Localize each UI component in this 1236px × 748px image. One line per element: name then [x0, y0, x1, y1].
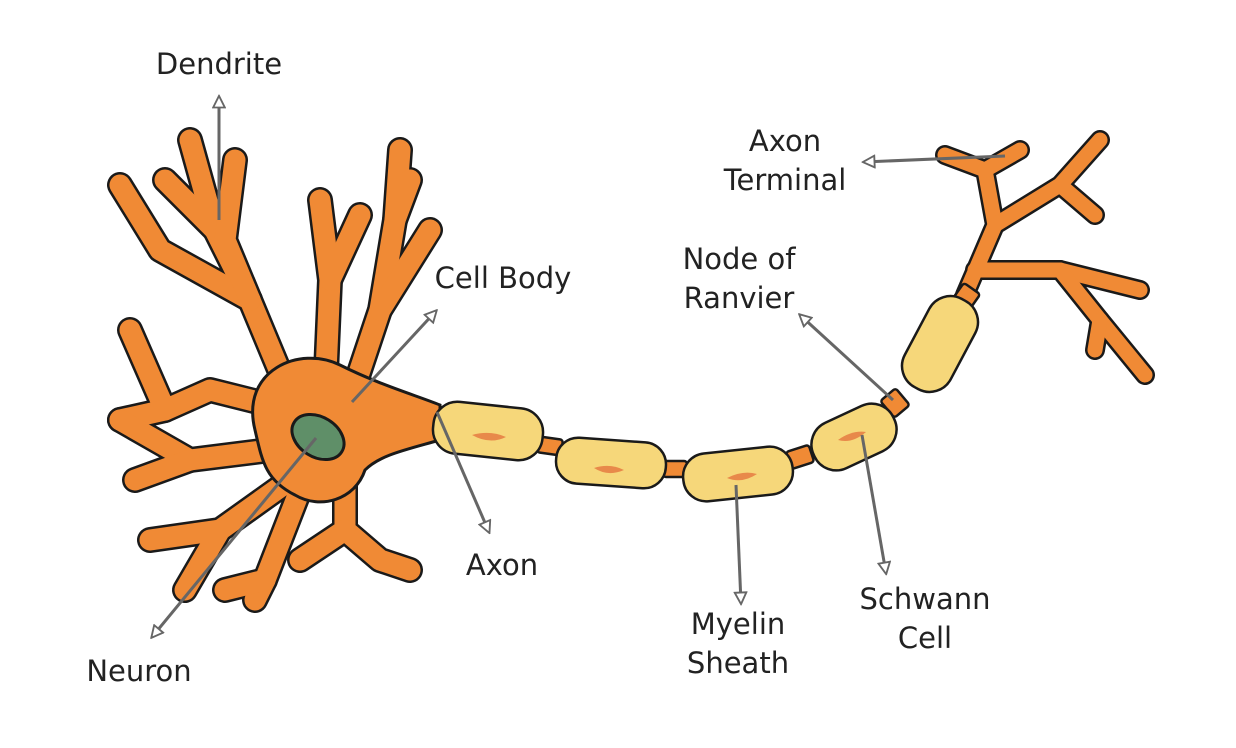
cell-body-pointer	[350, 311, 436, 404]
myelin-pointer	[736, 484, 741, 603]
axon-pointer	[435, 411, 489, 532]
pointer-lines	[152, 97, 1006, 637]
axon-terminal-label: Axon Terminal	[700, 122, 870, 200]
axon-terminal-branches	[935, 130, 1155, 385]
myelin-sheath-line-1: Myelin	[690, 607, 786, 641]
axon-label: Axon	[465, 548, 539, 582]
axon-terminal-pointer	[864, 154, 1006, 162]
node-of-ranvier-label: Node of Ranvier	[666, 240, 812, 318]
schwann-cell-line-2: Cell	[897, 621, 953, 655]
schwann-nucleus	[594, 465, 624, 474]
axon-with-myelin	[431, 282, 981, 503]
myelin-segment	[900, 294, 980, 394]
schwann-cell-label: Schwann Cell	[844, 580, 1006, 658]
axon-terminal-line-2: Terminal	[723, 163, 847, 197]
schwann-pointer	[860, 434, 886, 573]
myelin-segment	[431, 400, 545, 462]
myelin-sheath-line-2: Sheath	[686, 646, 790, 680]
node-of-ranvier-line-2: Ranvier	[683, 281, 795, 315]
schwann-nucleus	[727, 472, 757, 481]
dendrite-label: Dendrite	[155, 47, 283, 81]
axon-terminal-line-1: Axon	[748, 124, 822, 158]
schwann-nucleus	[838, 431, 866, 441]
myelin-sheath-label: Myelin Sheath	[672, 605, 804, 683]
neuron-label: Neuron	[86, 654, 192, 688]
nucleus-shape	[290, 412, 346, 462]
schwann-cell-line-1: Schwann	[859, 582, 991, 616]
cell-body-shape	[251, 356, 442, 504]
node-of-ranvier-pointer	[800, 315, 895, 402]
myelin-segment	[554, 436, 668, 490]
cell-body-label: Cell Body	[434, 261, 572, 295]
schwann-nucleus	[472, 432, 506, 441]
node-of-ranvier-line-1: Node of	[682, 242, 796, 276]
neuron-pointer	[152, 437, 318, 637]
cell-body-and-dendrites	[107, 127, 443, 613]
